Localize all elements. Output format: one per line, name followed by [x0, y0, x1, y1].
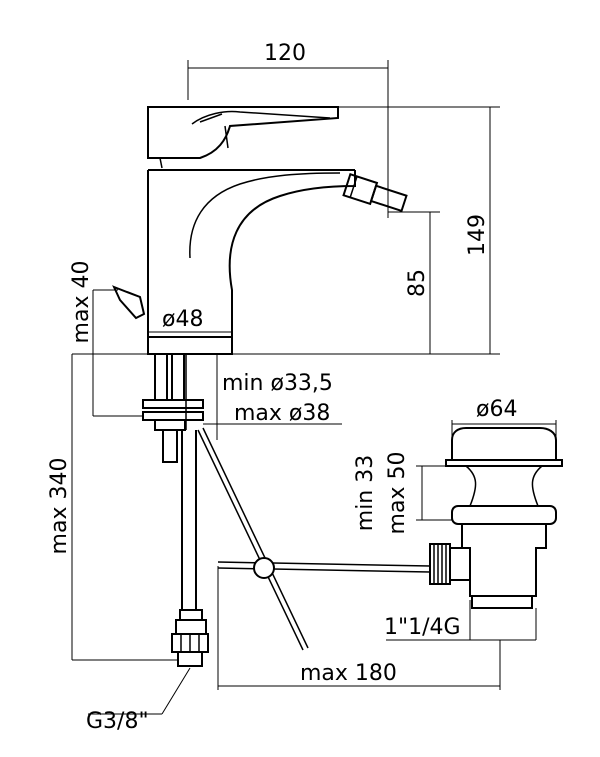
dim-waste-min: min 33 — [353, 455, 378, 531]
dim-120: 120 — [264, 41, 306, 66]
dim-max-340: max 340 — [47, 458, 72, 555]
dim-inlet-thread: G3/8" — [86, 709, 149, 734]
dim-waste-max: max 50 — [385, 452, 410, 535]
mounting-kit — [142, 353, 209, 667]
dimension-labels: 120 149 85 max 40 ø48 min ø33,5 max ø38 … — [47, 41, 517, 734]
mixer-body — [112, 106, 408, 355]
dim-waste-diameter: ø64 — [476, 397, 517, 422]
dim-149: 149 — [465, 214, 490, 256]
waste-assembly — [429, 427, 563, 609]
dim-85: 85 — [405, 269, 430, 297]
dim-hole-max: max ø38 — [234, 401, 330, 426]
dim-max-180: max 180 — [300, 661, 397, 686]
dim-waste-thread: 1"1/4G — [384, 615, 461, 640]
popup-linkage — [197, 427, 431, 651]
dim-hole-min: min ø33,5 — [222, 371, 333, 396]
dimension-lines — [71, 60, 557, 715]
dim-base-diameter: ø48 — [162, 307, 203, 332]
dim-max-40: max 40 — [69, 261, 94, 344]
